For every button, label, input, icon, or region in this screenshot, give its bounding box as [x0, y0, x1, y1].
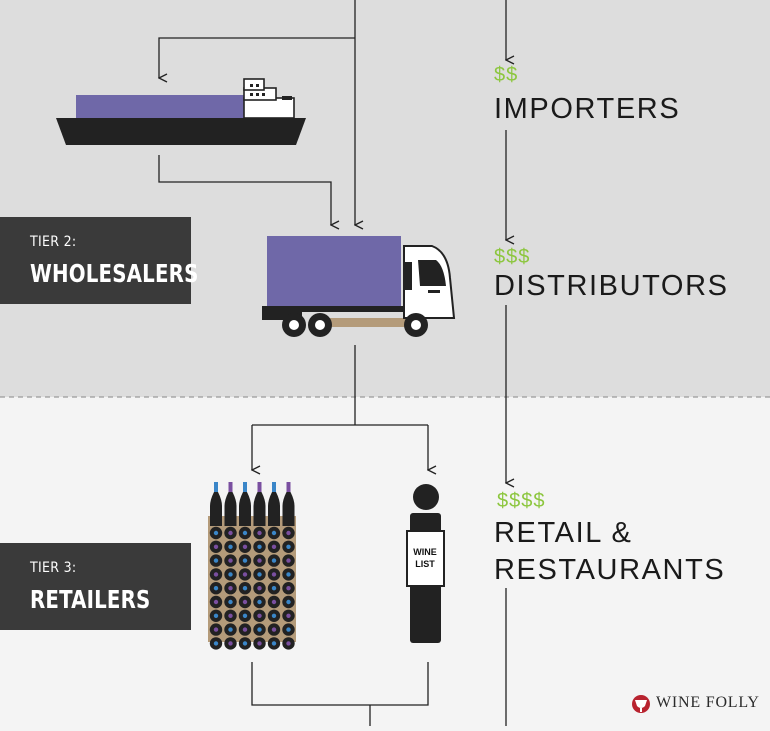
bottle-neck	[272, 482, 276, 492]
rack-bottle-cap	[286, 544, 291, 549]
rack-bottle-cap	[228, 613, 233, 618]
bottle-body	[253, 492, 266, 526]
sommelier-icon	[406, 484, 445, 643]
rack-bottle-cap	[257, 599, 262, 605]
rack-bottle-cap	[286, 641, 291, 646]
rack-bottle-cap	[228, 558, 233, 563]
rack-bottle-cap	[213, 599, 219, 605]
rack-bottle-cap	[286, 530, 291, 536]
bottle-neck	[286, 482, 291, 492]
rack-bottle-cap	[242, 586, 248, 591]
cost-distributors: $$$	[494, 246, 531, 268]
rack-bottle-cap	[271, 544, 277, 549]
wine-list-card: WINE LIST	[413, 547, 437, 569]
bottle-neck	[257, 482, 262, 492]
rack-bottle-cap	[286, 599, 291, 605]
rack-bottle-cap	[257, 641, 262, 646]
rack-bottle-cap	[286, 627, 291, 632]
tier-title: RETAILERS	[30, 585, 151, 614]
rack-bottle-cap	[257, 613, 262, 618]
bottle-body	[210, 492, 222, 526]
rack-bottle-cap	[228, 530, 233, 536]
rack-bottle-cap	[271, 558, 277, 563]
cost-retail: $$$$	[497, 490, 546, 512]
rack-bottle-cap	[242, 530, 248, 536]
rack-bottle-cap	[242, 558, 248, 563]
rack-bottle-cap	[257, 558, 262, 563]
wine-rack-icon	[208, 482, 296, 650]
rack-bottle-cap	[228, 641, 233, 646]
rack-bottle-cap	[271, 530, 277, 536]
rack-bottle-cap	[257, 544, 262, 549]
rack-bottle-cap	[286, 572, 291, 577]
top-section-bg	[0, 0, 770, 397]
rack-bottle-cap	[228, 599, 233, 605]
tier-number: TIER 3:	[30, 560, 77, 576]
rack-bottle-cap	[228, 572, 233, 577]
truck-icon	[262, 236, 456, 337]
label-retail-restaurants: RETAIL & RESTAURANTS	[494, 517, 726, 586]
tier-box-retailers: TIER 3: RETAILERS	[0, 543, 191, 630]
rack-bottle-cap	[242, 641, 248, 646]
rack-bottle-cap	[228, 586, 233, 591]
rack-bottle-cap	[213, 558, 219, 563]
cost-importers: $$	[494, 64, 519, 86]
tier-title: WHOLESALERS	[30, 259, 199, 288]
label-distributors: DISTRIBUTORS	[494, 270, 729, 302]
bottle-body	[239, 492, 251, 526]
cargo-ship-icon	[56, 78, 306, 145]
tier-number: TIER 2:	[30, 234, 77, 250]
rack-bottle-cap	[213, 613, 219, 618]
rack-bottle-cap	[271, 627, 277, 632]
rack-bottle-cap	[286, 586, 291, 591]
rack-bottle-cap	[271, 641, 277, 646]
rack-bottle-cap	[257, 572, 262, 577]
rack-bottle-cap	[286, 613, 291, 618]
rack-bottle-cap	[242, 627, 248, 632]
rack-bottle-cap	[286, 558, 291, 563]
rack-bottle-cap	[213, 572, 219, 577]
bottle-body	[268, 492, 280, 526]
rack-bottle-cap	[213, 544, 219, 549]
rack-bottle-cap	[228, 627, 233, 632]
wine-folly-logo-icon	[632, 695, 650, 713]
rack-bottle-cap	[242, 572, 248, 577]
bottle-body	[282, 492, 295, 526]
rack-bottle-cap	[271, 586, 277, 591]
rack-bottle-cap	[213, 641, 219, 646]
label-importers: IMPORTERS	[494, 93, 681, 125]
rack-bottle-cap	[257, 586, 262, 591]
tier-box-wholesalers: TIER 2: WHOLESALERS	[0, 217, 198, 304]
brand-name: WINE FOLLY	[656, 694, 760, 711]
rack-bottle-cap	[213, 530, 219, 536]
rack-bottle-cap	[257, 530, 262, 536]
rack-bottle-cap	[242, 544, 248, 549]
rack-bottle-cap	[242, 599, 248, 605]
rack-bottle-cap	[213, 586, 219, 591]
bottle-body	[224, 492, 237, 526]
bottle-neck	[214, 482, 218, 492]
rack-bottle-cap	[271, 613, 277, 618]
flow-lines	[159, 0, 428, 726]
rack-bottle-cap	[228, 544, 233, 549]
bottle-neck	[228, 482, 233, 492]
rack-bottle-cap	[271, 572, 277, 577]
bottle-neck	[243, 482, 247, 492]
rack-bottle-cap	[213, 627, 219, 632]
rack-bottle-cap	[242, 613, 248, 618]
rack-bottle-cap	[271, 599, 277, 605]
rack-bottle-cap	[257, 627, 262, 632]
